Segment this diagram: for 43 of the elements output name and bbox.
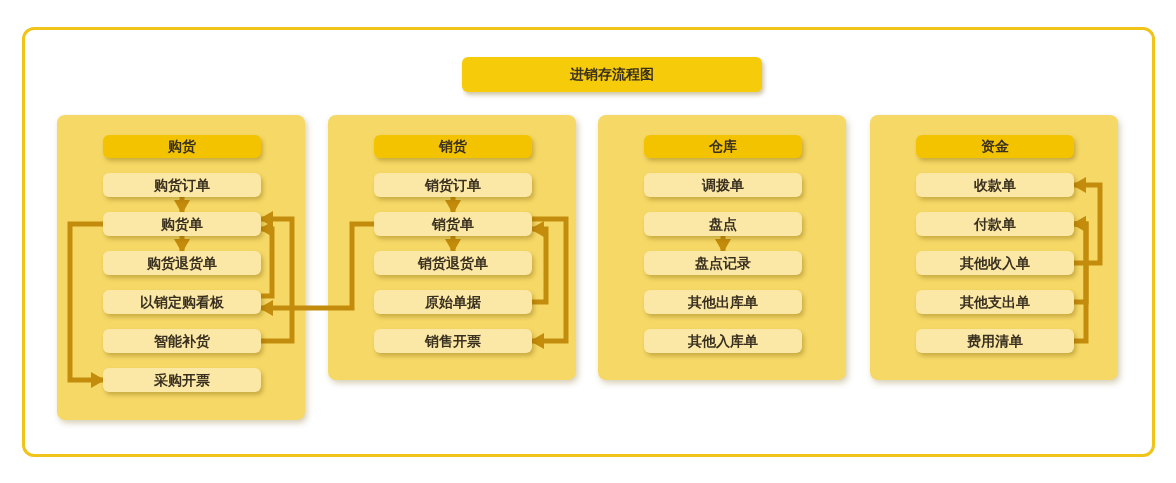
column-header: 购货 — [103, 135, 261, 158]
process-box: 盘点 — [644, 212, 802, 236]
process-box: 以销定购看板 — [103, 290, 261, 314]
process-box: 付款单 — [916, 212, 1074, 236]
flow-arrow — [174, 236, 190, 253]
column-header: 仓库 — [644, 135, 802, 158]
flow-arrow — [530, 216, 569, 349]
process-box: 销货退货单 — [374, 251, 532, 275]
flow-arrow — [530, 221, 549, 305]
flow-arrow — [1072, 177, 1103, 266]
process-box: 其他入库单 — [644, 329, 802, 353]
column-panel — [328, 115, 576, 380]
process-box: 其他支出单 — [916, 290, 1074, 314]
flow-arrow — [67, 221, 105, 388]
process-box: 其他收入单 — [916, 251, 1074, 275]
process-box: 购货退货单 — [103, 251, 261, 275]
flow-arrow — [259, 221, 374, 316]
title-bar: 进销存流程图 — [462, 57, 762, 92]
process-box: 原始单据 — [374, 290, 532, 314]
process-box: 收款单 — [916, 173, 1074, 197]
flow-arrow — [445, 197, 461, 214]
process-box: 调拨单 — [644, 173, 802, 197]
process-box: 智能补货 — [103, 329, 261, 353]
column-panel — [57, 115, 305, 420]
process-box: 费用清单 — [916, 329, 1074, 353]
process-box: 盘点记录 — [644, 251, 802, 275]
column-panel — [598, 115, 846, 380]
column-header: 资金 — [916, 135, 1074, 158]
flow-arrow — [259, 221, 275, 299]
flow-arrow — [445, 236, 461, 253]
flow-arrow — [259, 211, 295, 344]
process-box: 采购开票 — [103, 368, 261, 392]
process-box: 销货订单 — [374, 173, 532, 197]
flow-arrow — [1072, 216, 1089, 344]
process-box: 销售开票 — [374, 329, 532, 353]
process-box: 购货订单 — [103, 173, 261, 197]
process-box: 其他出库单 — [644, 290, 802, 314]
flow-arrow — [174, 197, 190, 214]
process-box: 销货单 — [374, 212, 532, 236]
column-panel — [870, 115, 1118, 380]
process-box: 购货单 — [103, 212, 261, 236]
column-header: 销货 — [374, 135, 532, 158]
flow-arrow — [715, 236, 731, 253]
